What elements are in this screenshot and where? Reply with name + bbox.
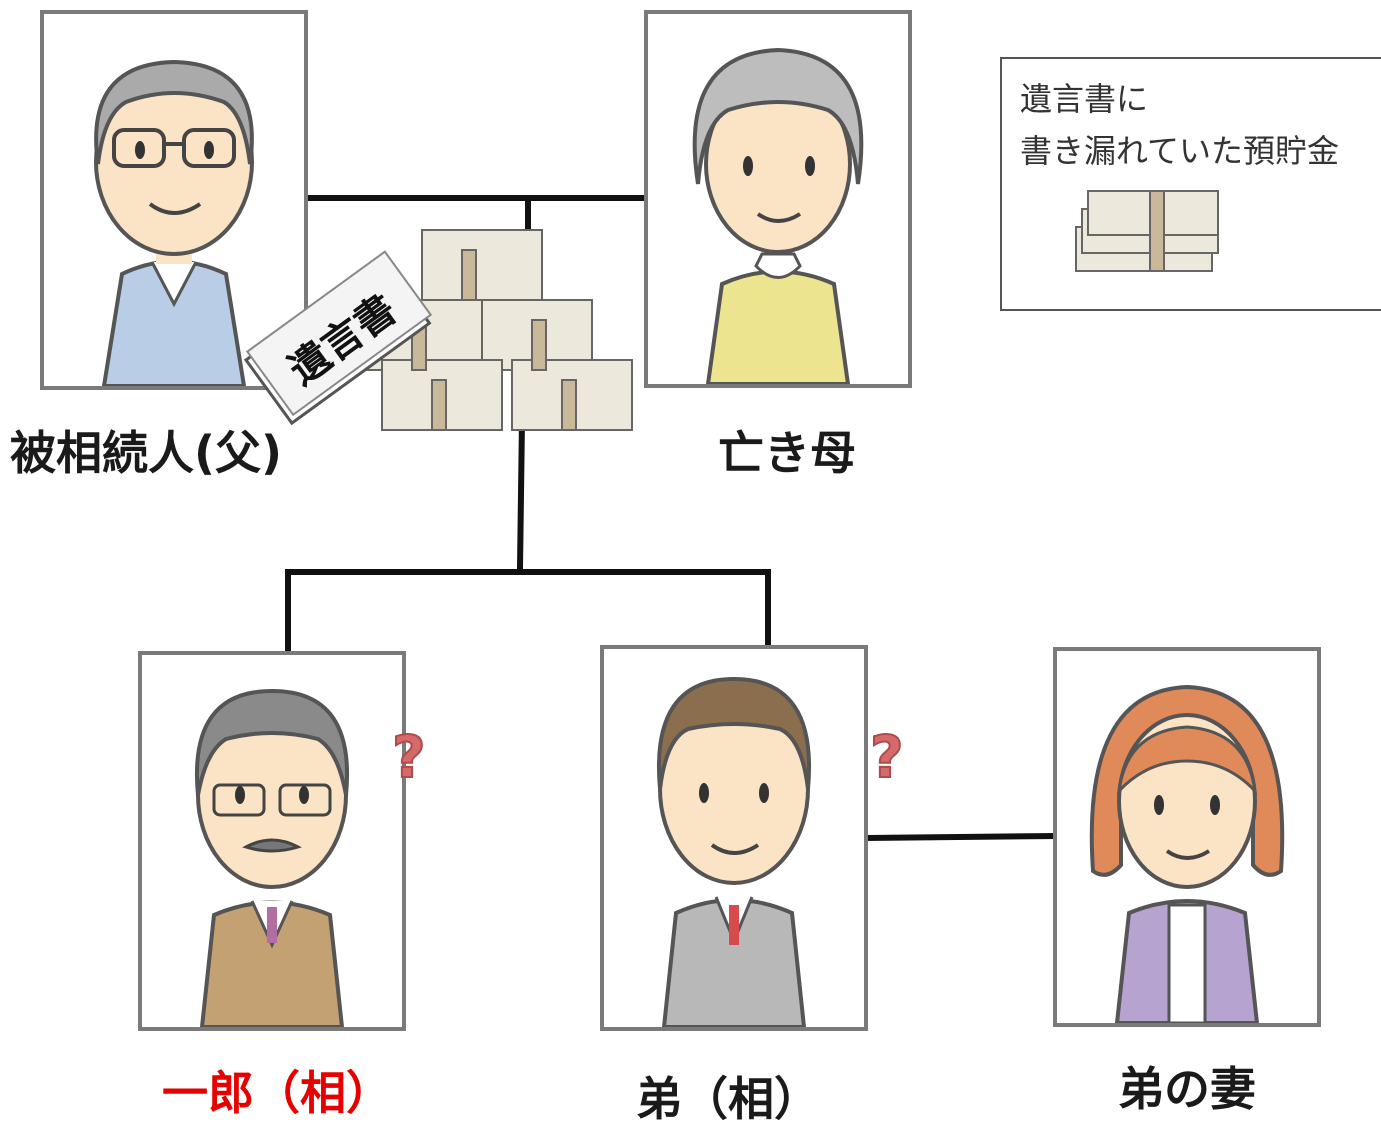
- legend-box: 遺言書に 書き漏れていた預貯金: [1000, 57, 1381, 311]
- money-pile-with-will-illustration: 遺言書: [243, 229, 633, 431]
- brother-question-mark: ?: [869, 723, 905, 791]
- parents-drop-line-lower: [516, 416, 526, 572]
- man-in-suit-illustration: [657, 676, 811, 1027]
- brother-label: 弟（相）: [636, 1072, 820, 1126]
- ichiro-portrait: [138, 651, 406, 1031]
- will-document-icon: 遺言書: [243, 250, 433, 426]
- mother-portrait: [644, 10, 912, 388]
- brother-wife-portrait: [1053, 647, 1321, 1027]
- elderly-woman-illustration: [692, 47, 864, 384]
- elderly-man-glasses-illustration: [94, 59, 254, 386]
- mother-label: 亡き母: [718, 426, 856, 480]
- brother-wife-label: 弟の妻: [1118, 1062, 1256, 1116]
- father-portrait: [40, 10, 308, 390]
- ichiro-label: 一郎（相）: [162, 1066, 392, 1120]
- legend-line-2: 書き漏れていた預貯金: [1020, 132, 1340, 170]
- woman-illustration: [1089, 684, 1285, 1023]
- banknote-stack-icon: [361, 229, 633, 431]
- father-label: 被相続人(父): [10, 426, 283, 480]
- middle-aged-man-mustache-illustration: [195, 688, 349, 1027]
- banknote-stack-icon: [1075, 190, 1219, 272]
- brother-portrait: [600, 645, 868, 1031]
- ichiro-question-mark: ?: [391, 723, 427, 791]
- legend-line-1: 遺言書に: [1020, 80, 1149, 118]
- marriage-line-brother: [862, 832, 1059, 842]
